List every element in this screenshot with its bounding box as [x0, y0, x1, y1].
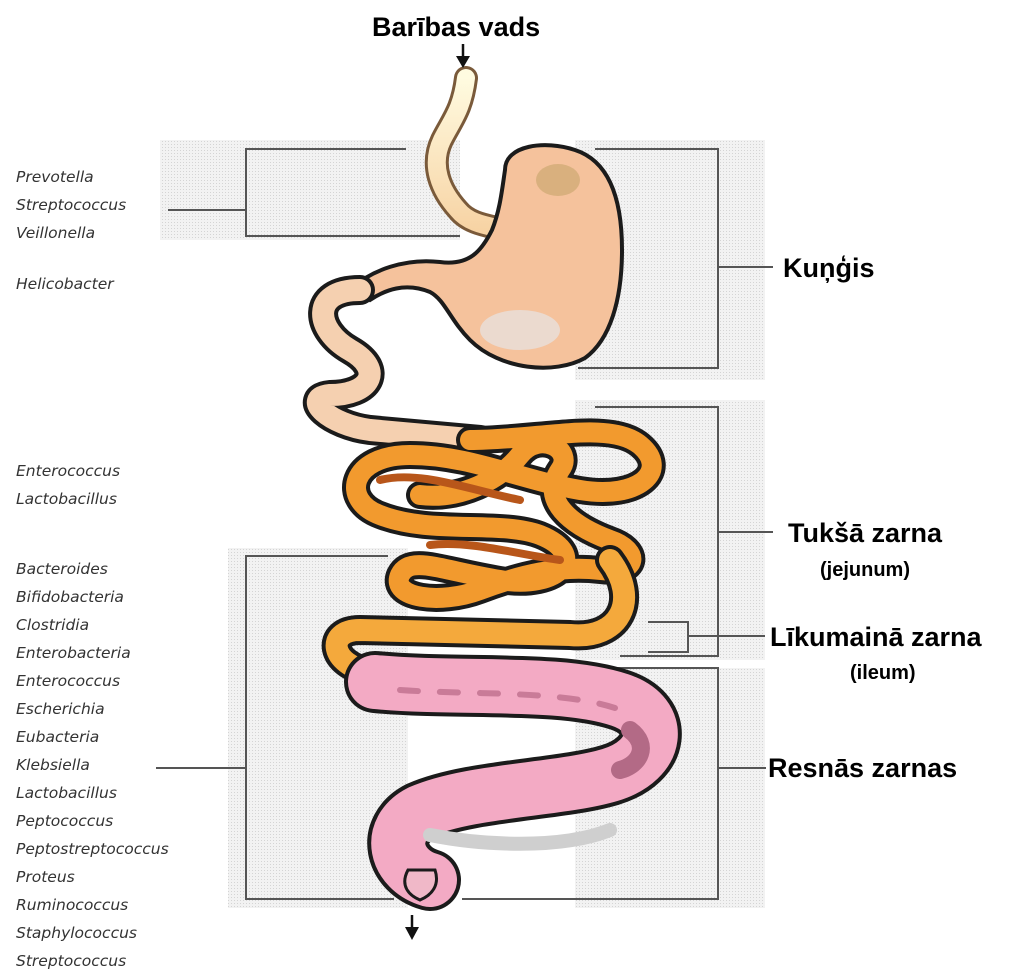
down-arrow-icon: [456, 44, 470, 68]
colon-label: Resnās zarnas: [768, 753, 957, 784]
bacteria-item: Lactobacillus: [16, 779, 169, 807]
bacteria-item: Streptococcus: [16, 191, 126, 219]
bacteria-item: Ruminococcus: [16, 891, 169, 919]
down-arrow-icon: [405, 915, 419, 940]
jejunum-latin-label: (jejunum): [820, 559, 910, 582]
esophagus-shape: [437, 78, 505, 230]
colon-bacteria-list: Bacteroides Bifidobacteria Clostridia En…: [16, 555, 169, 971]
ileum-label: Līkumainā zarna: [770, 622, 982, 653]
bacteria-item: Escherichia: [16, 695, 169, 723]
bacteria-item: Enterobacteria: [16, 639, 169, 667]
bacteria-item: Staphylococcus: [16, 919, 169, 947]
bacteria-item: Clostridia: [16, 611, 169, 639]
bacteria-item: Bacteroides: [16, 555, 169, 583]
bacteria-item: Eubacteria: [16, 723, 169, 751]
esophagus-label: Barības vads: [372, 12, 540, 43]
stomach-bacteria-list: Prevotella Streptococcus Veillonella: [16, 163, 126, 247]
bacteria-item: Bifidobacteria: [16, 583, 169, 611]
bacteria-item: Peptostreptococcus: [16, 835, 169, 863]
jejunum-bacteria-list: Enterococcus Lactobacillus: [16, 457, 120, 513]
bacteria-item: Veillonella: [16, 219, 126, 247]
bacteria-item: Enterococcus: [16, 457, 120, 485]
jejunum-label: Tukšā zarna: [788, 518, 942, 549]
bacteria-item: Proteus: [16, 863, 169, 891]
bacteria-item: Streptococcus: [16, 947, 169, 971]
stomach-label: Kuņģis: [783, 253, 875, 284]
bacteria-item: Prevotella: [16, 163, 126, 191]
bacteria-item: Peptococcus: [16, 807, 169, 835]
ileum-latin-label: (ileum): [850, 662, 916, 685]
bacteria-item: Helicobacter: [16, 270, 114, 298]
bacteria-item: Lactobacillus: [16, 485, 120, 513]
bacteria-item: Enterococcus: [16, 667, 169, 695]
bacteria-item: Klebsiella: [16, 751, 169, 779]
helicobacter-list: Helicobacter: [16, 270, 114, 298]
